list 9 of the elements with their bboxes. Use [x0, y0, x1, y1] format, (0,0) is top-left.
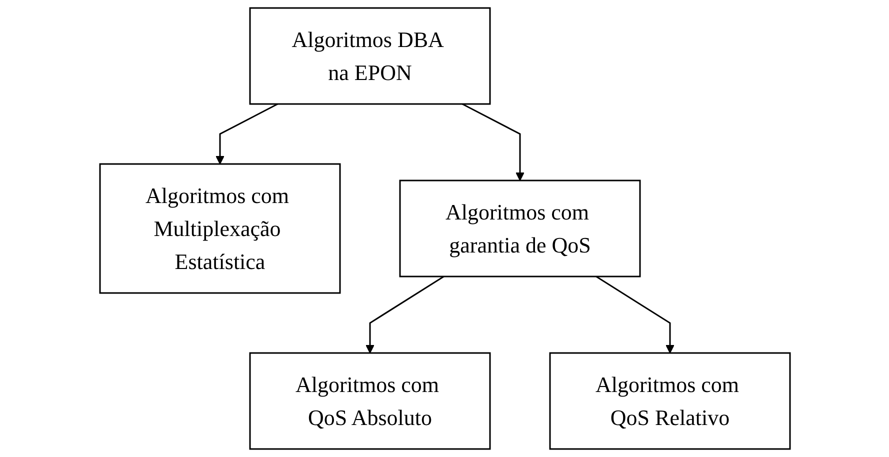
node-box: Algoritmos com Multiplexação Estatística: [98, 163, 340, 294]
arrow: [461, 103, 524, 181]
node-box: Algoritmos com QoS Absoluto: [248, 352, 490, 450]
arrow: [365, 276, 444, 354]
node-box: Algoritmos com garantia de QoS: [398, 180, 640, 278]
node-box: Algoritmos com QoS Relativo: [548, 352, 790, 450]
node-box: Algoritmos DBA na EPON: [248, 7, 490, 105]
arrow: [215, 103, 278, 164]
arrow: [595, 276, 674, 354]
